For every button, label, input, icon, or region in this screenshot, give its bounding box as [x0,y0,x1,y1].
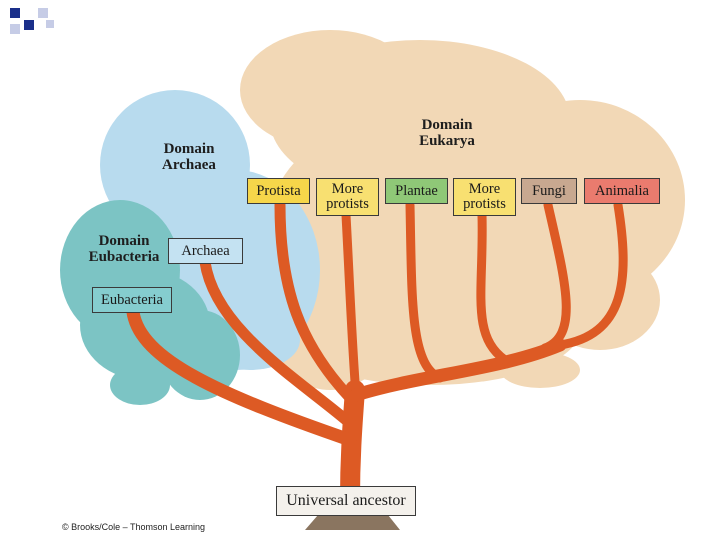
domain-eubacteria-label: Domain Eubacteria [88,233,160,265]
group-protista-box: Protista [247,178,310,204]
branch-eukarya-main [349,338,567,402]
group-fungi-box: Fungi [521,178,577,204]
deco-square [24,20,34,30]
domain-archaea-label: Domain Archaea [162,141,216,173]
group-plantae-box: Plantae [385,178,448,204]
group-more-protists-1-box: More protists [316,178,379,216]
domain-eukarya-label: Domain Eukarya [419,117,475,149]
deco-square [38,8,48,18]
branches [126,199,628,510]
branch-eubacteria [126,305,357,447]
deco-square [46,20,54,28]
tree-root [305,515,400,530]
copyright-credit: © Brooks/Cole – Thomson Learning [62,522,206,532]
branch-archaea [199,256,358,431]
group-animalia-box: Animalia [584,178,660,204]
branch-more-protists-1 [341,210,361,400]
branch-protista [274,199,358,406]
group-archaea-box: Archaea [168,238,243,264]
corner-decoration [0,0,80,40]
group-eubacteria-box: Eubacteria [92,287,172,313]
group-more-protists-2-box: More protists [453,178,516,216]
branch-plantae [405,200,445,383]
universal-ancestor-box: Universal ancestor [276,486,416,516]
deco-square [10,24,20,34]
branch-fungi [540,200,571,353]
branch-animalia [555,200,628,350]
deco-square [10,8,20,18]
branch-more-protists-2 [476,210,510,365]
